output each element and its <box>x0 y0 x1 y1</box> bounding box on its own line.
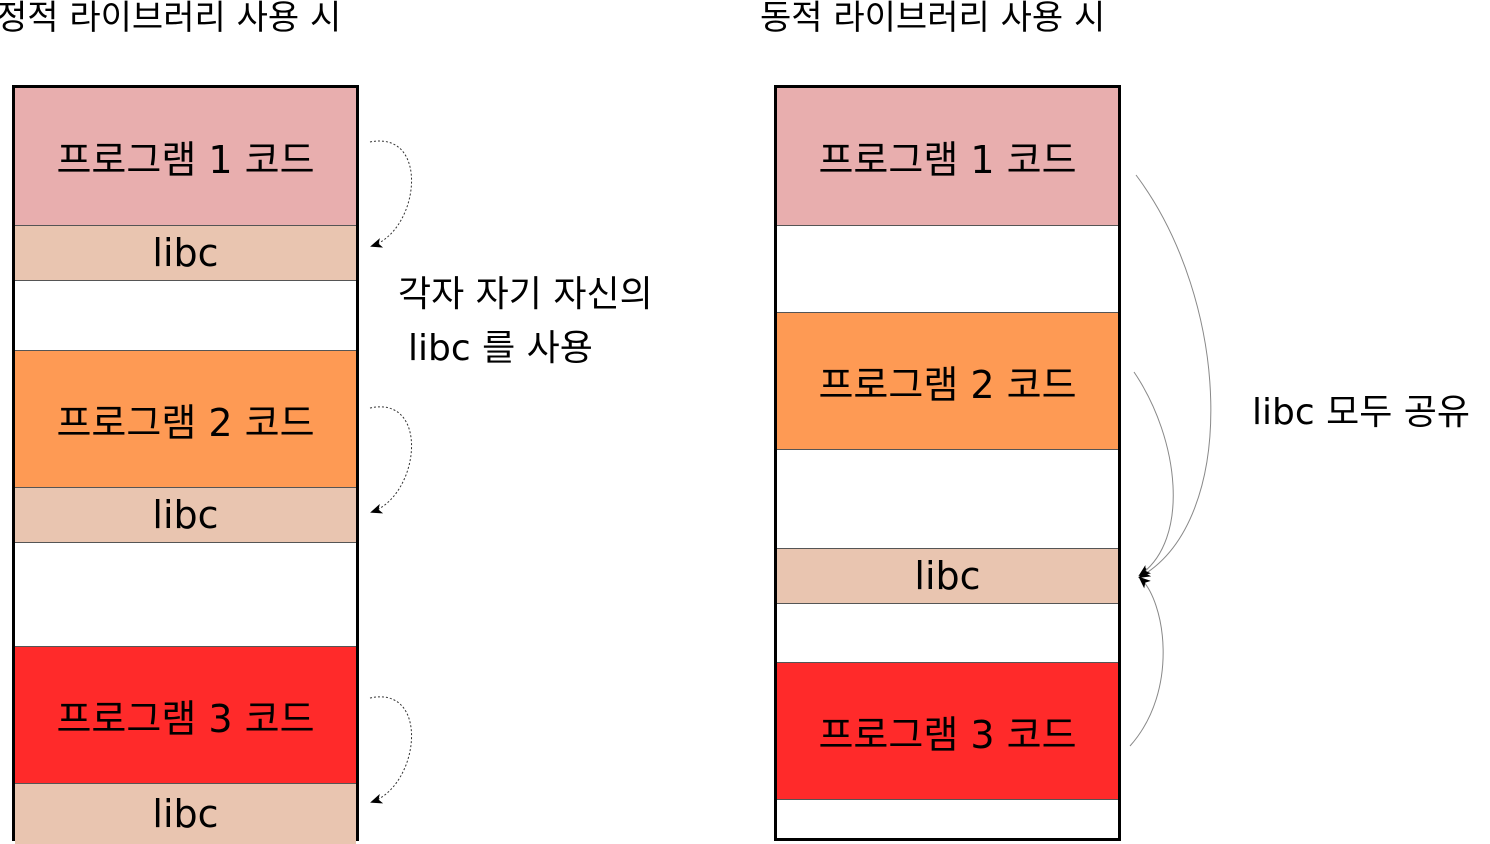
static-libc-label-1: libc <box>152 231 219 275</box>
dynamic-program2-label: 프로그램 2 코드 <box>818 362 1077 407</box>
dynamic-arrow-program2 <box>1133 371 1174 577</box>
static-arrow-2 <box>369 406 413 514</box>
static-program2-block: 프로그램 2 코드 <box>15 350 356 488</box>
static-library-title: 정적 라이브러리 사용 시 <box>0 0 342 38</box>
static-libc-label-3: libc <box>152 792 219 836</box>
static-program3-label: 프로그램 3 코드 <box>56 696 315 741</box>
dynamic-note: libc 모두 공유 <box>1252 392 1471 433</box>
dynamic-arrow-program1 <box>1135 174 1212 578</box>
dynamic-libc-block: libc <box>777 548 1118 604</box>
dynamic-libc-label: libc <box>914 554 981 598</box>
static-libc-label-2: libc <box>152 493 219 537</box>
static-note-line2: libc 를 사용 <box>408 328 593 369</box>
dynamic-program3-label: 프로그램 3 코드 <box>818 712 1077 757</box>
dynamic-library-title: 동적 라이브러리 사용 시 <box>760 0 1106 38</box>
static-program1-label: 프로그램 1 코드 <box>56 138 315 182</box>
static-memory-column: 프로그램 1 코드 libc 프로그램 2 코드 libc 프로그램 3 코드 … <box>12 85 359 844</box>
dynamic-program3-block: 프로그램 3 코드 <box>777 662 1118 800</box>
dynamic-program1-block: 프로그램 1 코드 <box>777 88 1118 226</box>
dynamic-memory-column: 프로그램 1 코드 프로그램 2 코드 libc 프로그램 3 코드 <box>774 85 1121 841</box>
static-libc-block-1: libc <box>15 226 356 281</box>
dynamic-arrow-program3 <box>1129 576 1164 747</box>
static-program1-block: 프로그램 1 코드 <box>15 88 356 226</box>
static-note-line1: 각자 자기 자신의 <box>398 274 653 315</box>
static-program3-block: 프로그램 3 코드 <box>15 646 356 784</box>
static-arrow-3 <box>369 696 413 804</box>
static-program2-label: 프로그램 2 코드 <box>56 400 315 445</box>
static-libc-block-2: libc <box>15 488 356 543</box>
static-arrow-1 <box>369 140 413 248</box>
dynamic-program2-block: 프로그램 2 코드 <box>777 312 1118 450</box>
dynamic-program1-label: 프로그램 1 코드 <box>818 138 1077 182</box>
static-libc-block-3: libc <box>15 784 356 844</box>
